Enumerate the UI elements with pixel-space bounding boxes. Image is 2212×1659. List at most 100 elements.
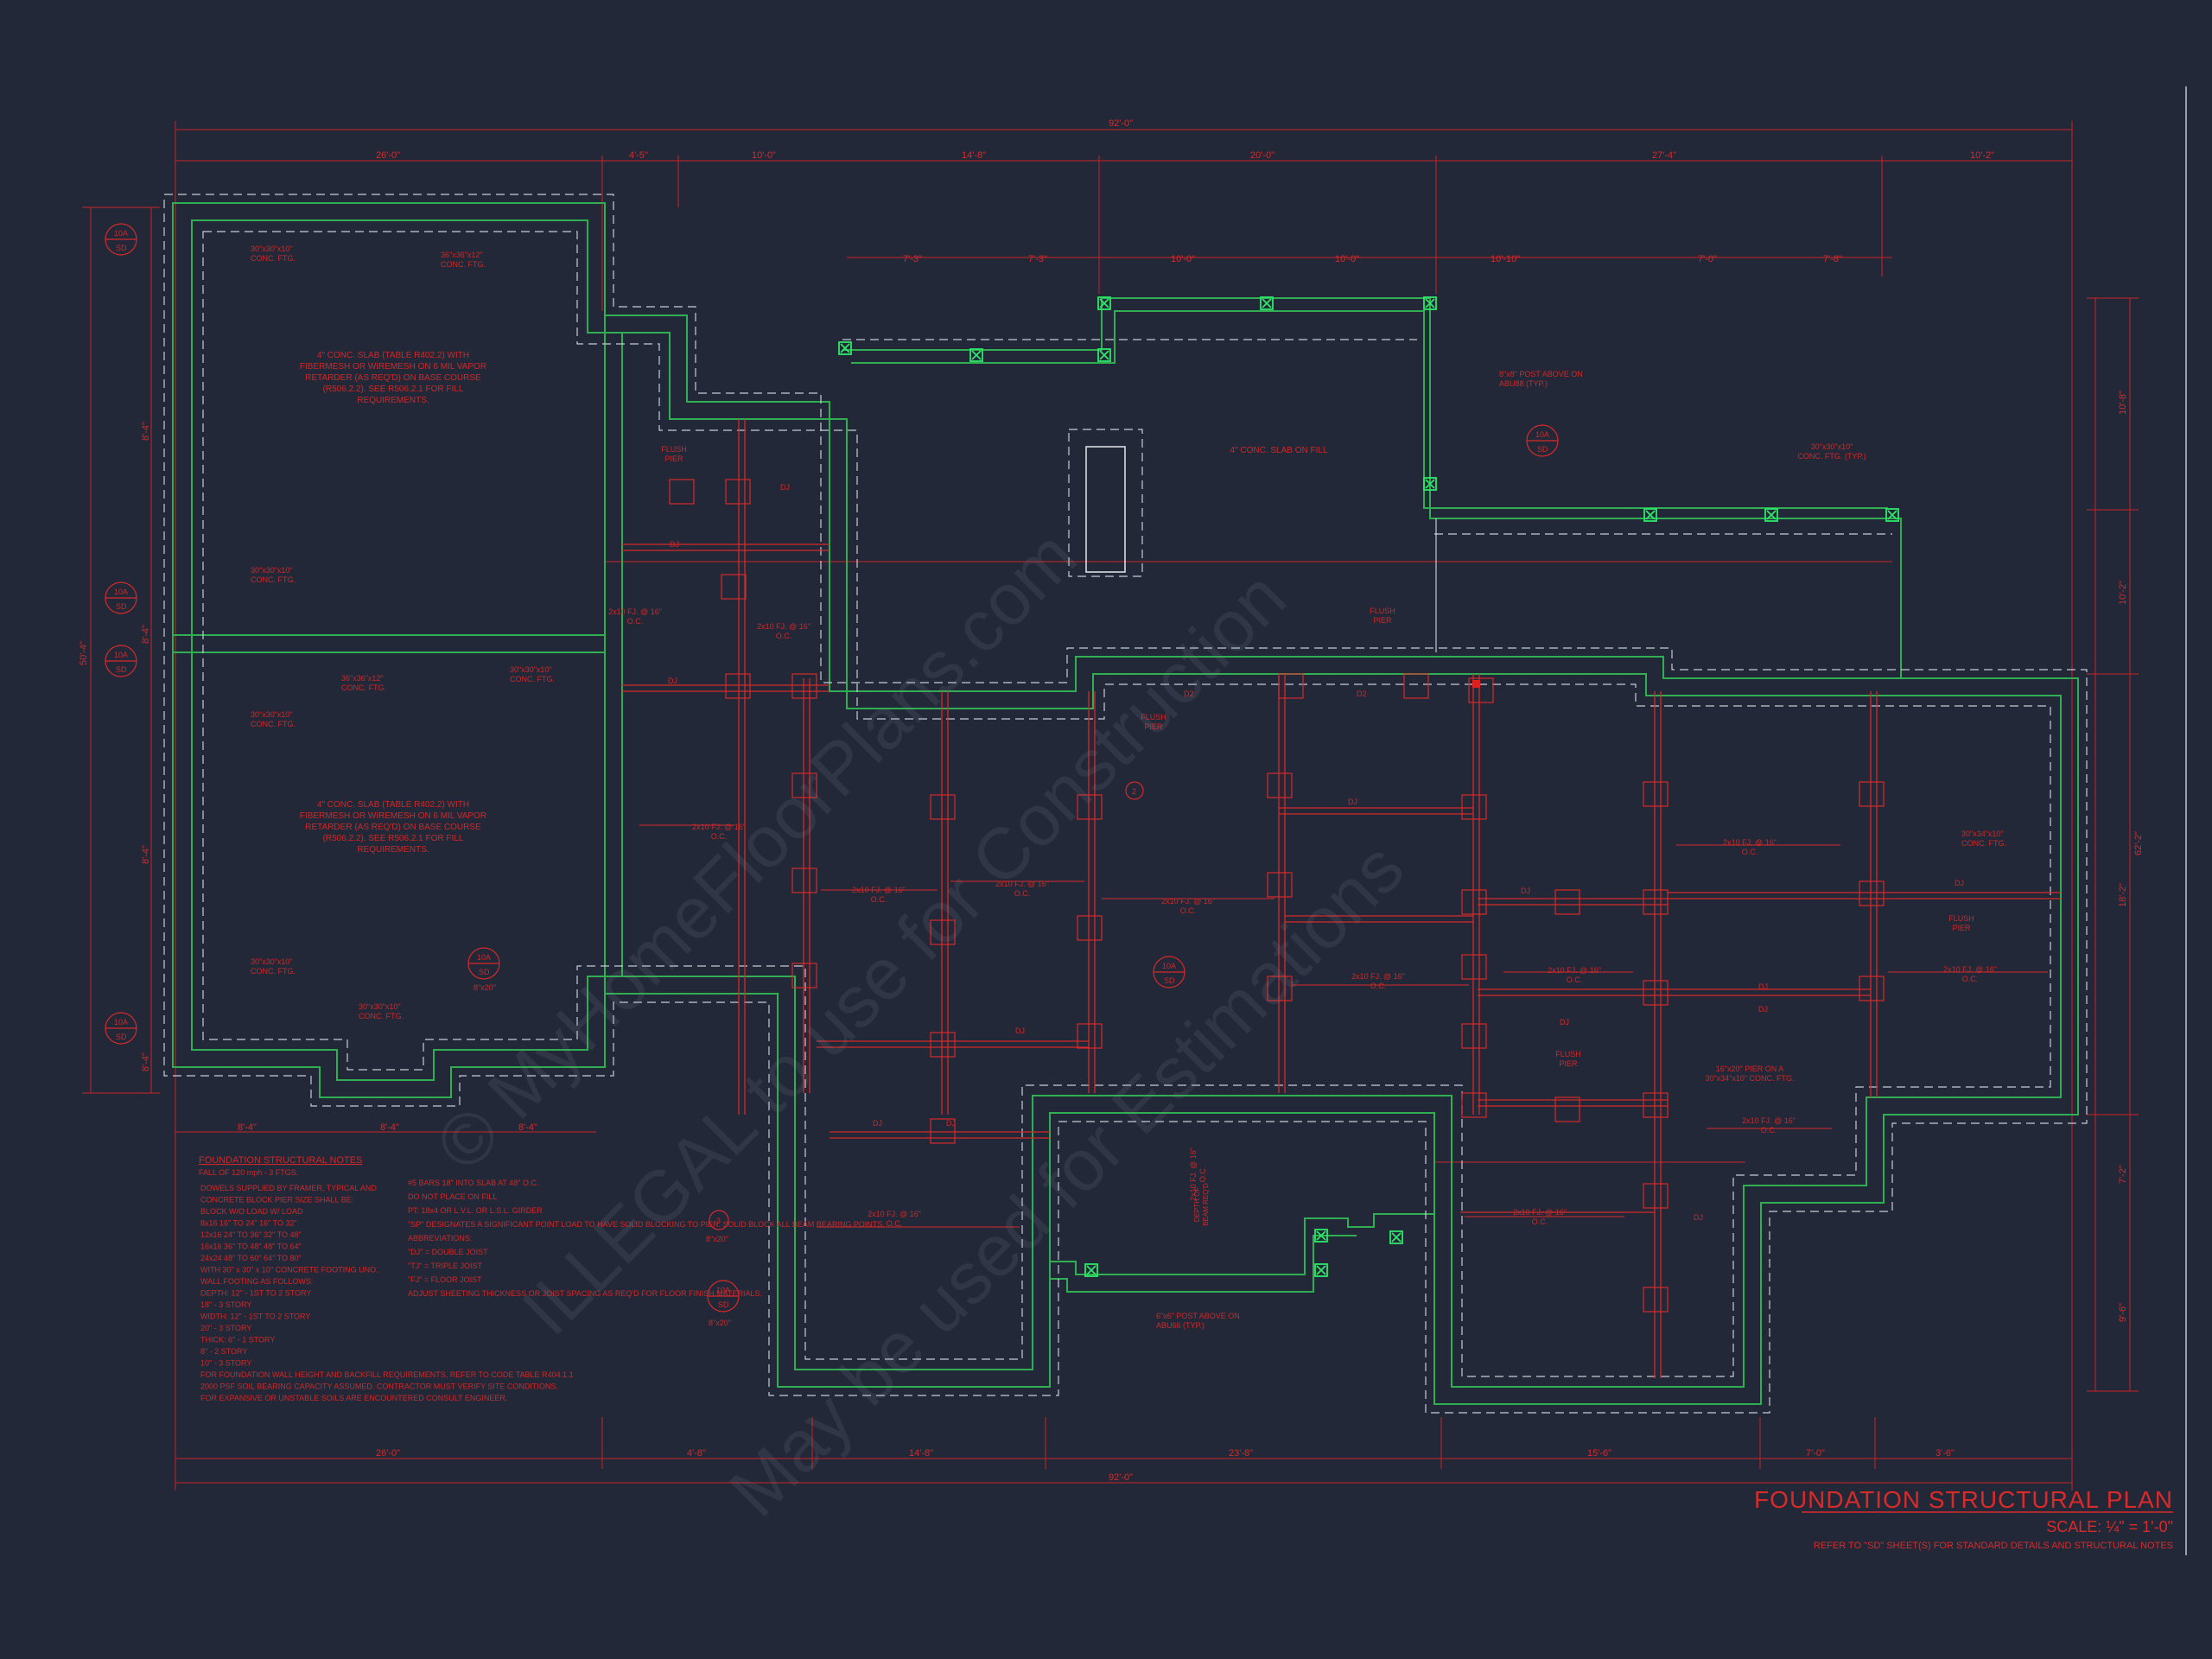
note-item: 12x16 24" TO 36" 32" TO 48" (200, 1230, 302, 1239)
tag-sheet: SD (718, 1300, 729, 1309)
post-label: 8"x8" POST ABOVE ON ABU88 (TYP.) (1499, 370, 1583, 388)
tag-text: 10A (114, 229, 128, 238)
joist-span-arrows (639, 824, 2048, 1228)
flush-pier-label: FLUSH PIER (1370, 607, 1395, 625)
joist-label: 2x10 FJ. @ 16" O.C. (1161, 897, 1215, 915)
flush-pier-label: FLUSH PIER (1555, 1050, 1581, 1068)
tag-sheet: SD (116, 1033, 127, 1041)
notes-heading: FOUNDATION STRUCTURAL NOTES (199, 1155, 362, 1166)
plan-annotations: 4" CONC. SLAB (TABLE R402.2) WITH FIBERM… (251, 245, 2006, 1330)
note-item: 24x24 48" TO 60" 64" TO 80" (200, 1254, 302, 1262)
joist-label: 2x10 FJ. @ 16" O.C. (608, 607, 662, 626)
left-bottom-dim: 8'-4" (238, 1122, 257, 1133)
top-dim: 10'-0" (752, 150, 776, 161)
joist-label: 2x10 FJ. @ 16" O.C. (1742, 1116, 1796, 1135)
right-dim: 10'-8" (2118, 391, 2128, 415)
flush-pier-label: FLUSH PIER (1948, 914, 1974, 932)
structural-notes: FOUNDATION STRUCTURAL NOTES FALL OF 120 … (199, 1155, 885, 1402)
footing-label: 30"x30"x10" CONC. FTG. (251, 245, 296, 263)
joist-label: 2x10 FJ. @ 16" O.C. (692, 823, 746, 841)
plan-scale: SCALE: ¼" = 1'-0" (2046, 1518, 2173, 1535)
plan-title: FOUNDATION STRUCTURAL PLAN (1754, 1486, 2173, 1513)
dimension-lines (82, 121, 2139, 1491)
bottom-dim: 3'-6" (1936, 1448, 1955, 1459)
overall-top-dim: 92'-0" (1109, 118, 1133, 129)
note-item: WALL FOOTING AS FOLLOWS: (200, 1277, 313, 1286)
porch-dim: 10'-0" (1335, 254, 1359, 264)
note-item: "SP" DESIGNATES A SIGNIFICANT POINT LOAD… (408, 1220, 885, 1229)
bottom-dim: 4'-8" (687, 1448, 706, 1459)
tag-text: 10A (114, 651, 128, 659)
footing-label: 30"x30"x10" CONC. FTG. (251, 710, 296, 728)
plan-reference: REFER TO "SD" SHEET(S) FOR STANDARD DETA… (1814, 1541, 2173, 1551)
note-item: 2000 PSF SOIL BEARING CAPACITY ASSUMED. … (200, 1382, 558, 1391)
footing-label: 30"x30"x10" CONC. FTG. (510, 665, 555, 683)
joist-label: 2x10 FJ. @ 16" O.C. (1548, 966, 1601, 984)
right-dim: 10'-2" (2118, 581, 2128, 605)
bottom-dim: 26'-0" (376, 1448, 400, 1459)
dj-label: DJ (1348, 798, 1357, 806)
bottom-dim: 14'-8" (909, 1448, 933, 1459)
note-item: 8" - 2 STORY (200, 1347, 247, 1356)
porch-dim: 10'-10" (1491, 254, 1520, 264)
porch-dim: 7'-8" (1823, 254, 1842, 264)
beam-depth-note: DEPTH OF BEAM REQ'D (1193, 1183, 1210, 1226)
pier-size-label: 8"x20" (474, 983, 496, 992)
notes-left-list: DOWELS SUPPLIED BY FRAMER, TYPICAL ANDCO… (200, 1184, 574, 1402)
tag-sheet: SD (1164, 976, 1175, 985)
joist-label: 2x10 FJ. @ 16" O.C. (1723, 838, 1777, 856)
tag-text: 3 (716, 1217, 721, 1225)
notes-right-list: #5 BARS 18" INTO SLAB AT 48" O.C. DO NOT … (408, 1179, 885, 1298)
joist-label: 2x10 FJ. @ 16" O.C. (1943, 965, 1997, 983)
tag-text: 10A (1162, 962, 1176, 970)
note-item: DO NOT PLACE ON FILL (408, 1192, 497, 1201)
dj-label: DJ (668, 677, 677, 685)
note-item: DOWELS SUPPLIED BY FRAMER, TYPICAL AND (200, 1184, 377, 1192)
left-dim: 8'-4" (141, 845, 151, 864)
footing-label: 30"x30"x10" CONC. FTG. (251, 957, 296, 976)
bottom-dim: 7'-0" (1806, 1448, 1825, 1459)
watermark-line-3: May be used for Estimations (714, 827, 1419, 1532)
joist-label: 2x10 FJ. @ 16" O.C. (852, 886, 906, 904)
dj-label: DJ (1521, 887, 1530, 895)
left-bottom-dim: 8'-4" (380, 1122, 399, 1133)
top-dim: 4'-5" (629, 150, 648, 161)
note-item: ADJUST SHEETING THICKNESS OR JOIST SPACI… (408, 1289, 762, 1298)
slab-note-lower: 4" CONC. SLAB (TABLE R402.2) WITH FIBERM… (300, 800, 486, 855)
note-item: PT: 18x4 OR L.V.L. OR L.S.L. GIRDER (408, 1206, 543, 1215)
section-tags (105, 223, 1559, 1313)
note-item: 16x16 36" TO 48" 48" TO 64" (200, 1243, 302, 1251)
footing-label: 36"x36"x12" CONC. FTG. (341, 674, 386, 692)
top-dim: 27'-4" (1652, 150, 1676, 161)
note-item: 18" - 3 STORY (200, 1300, 251, 1309)
tag-sheet: SD (479, 968, 490, 976)
dj-label: DJ (1015, 1027, 1025, 1035)
note-item: #5 BARS 18" INTO SLAB AT 48" O.C. (408, 1179, 538, 1187)
note-item: FOR EXPANSIVE OR UNSTABLE SOILS ARE ENCO… (200, 1394, 507, 1402)
right-dim: 18'-2" (2118, 883, 2128, 907)
slab-note-upper: 4" CONC. SLAB (TABLE R402.2) WITH FIBERM… (300, 351, 486, 405)
note-item: DEPTH: 12" - 1ST TO 2 STORY (200, 1289, 311, 1298)
tag-sheet: SD (116, 665, 127, 674)
footing-label: 36"x36"x12" CONC. FTG. (441, 251, 486, 269)
note-item: 10" - 3 STORY (200, 1359, 251, 1368)
tag-text: 10A (114, 588, 128, 596)
tag-text: 10A (1535, 430, 1549, 439)
note-item: 20" - 3 STORY (200, 1324, 251, 1332)
overall-right-dim: 62'-2" (2133, 831, 2144, 855)
tag-text: 2 (1132, 787, 1136, 796)
joist-label: 2x10 FJ. @ 16" O.C. (757, 622, 810, 640)
dj-label: DJ (873, 1119, 882, 1128)
note-item: FOR FOUNDATION WALL HEIGHT AND BACKFILL … (200, 1370, 574, 1379)
dj-label: DJ (1758, 982, 1768, 991)
note-item: WITH 30" x 30" x 10" CONCRETE FOOTING UN… (200, 1266, 378, 1274)
porch-dim: 7'-3" (1028, 254, 1047, 264)
point-load-marker (1472, 680, 1480, 688)
section-tag-labels: 10A SD 10A SD 10A SD 10A SD 10A SD 10A S… (114, 229, 1549, 1327)
post-label: 6"x6" POST ABOVE ON ABU66 (TYP.) (1156, 1312, 1240, 1330)
tag-sheet: SD (116, 602, 127, 611)
joist-label: 2x10 FJ. @ 16" O.C. (868, 1210, 921, 1228)
left-dim: 8'-4" (141, 625, 151, 644)
right-dim: 9'-6" (2118, 1303, 2128, 1322)
